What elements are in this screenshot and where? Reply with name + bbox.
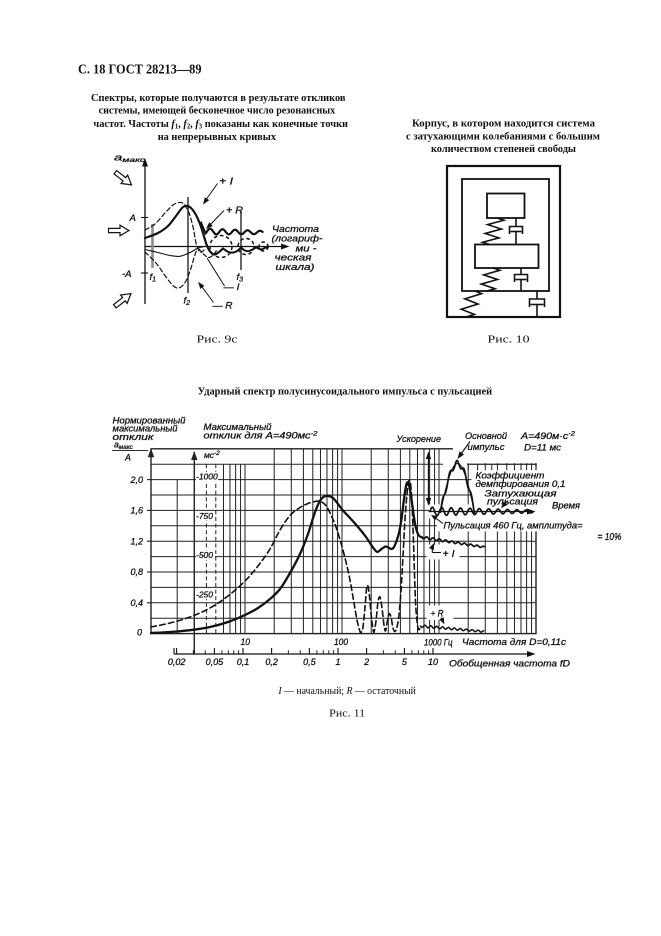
svg-text:-А: -А [122, 269, 132, 280]
svg-text:— R: — R [211, 301, 232, 312]
svg-text:максимальный: максимальный [113, 424, 178, 434]
svg-text:А: А [124, 453, 131, 463]
svg-text:пульсация: пульсация [487, 496, 538, 506]
svg-text:на непрерывных кривых: на непрерывных кривых [158, 131, 277, 143]
svg-text:амакс: амакс [114, 153, 146, 165]
svg-text:А=490м·с-2: А=490м·с-2 [520, 430, 576, 441]
svg-text:Рис. 11: Рис. 11 [329, 709, 365, 720]
svg-text:(логариф-: (логариф- [272, 234, 323, 245]
svg-text:С. 18 ГОСТ 28213—89: С. 18 ГОСТ 28213—89 [78, 62, 202, 77]
svg-text:А: А [129, 213, 136, 224]
svg-text:f3: f3 [237, 272, 244, 284]
svg-text:Затухающая: Затухающая [485, 488, 557, 498]
svg-text:I — начальный; R — остаточный: I — начальный; R — остаточный [277, 686, 416, 697]
svg-text:1,2: 1,2 [130, 536, 143, 546]
svg-text:0,05: 0,05 [206, 657, 225, 667]
svg-text:количеством степеней свободы: количеством степеней свободы [431, 143, 577, 155]
svg-text:Максимальный: Максимальный [204, 422, 272, 432]
svg-text:+ I: + I [443, 549, 455, 560]
svg-text:-500: -500 [196, 550, 213, 560]
svg-text:— I: — I [222, 282, 239, 293]
svg-text:+ R: + R [226, 206, 243, 217]
svg-text:2: 2 [363, 657, 369, 667]
svg-text:Частота: Частота [272, 224, 319, 235]
svg-text:амакс: амакс [114, 440, 134, 452]
svg-text:5: 5 [402, 657, 408, 667]
svg-text:-750: -750 [196, 511, 213, 521]
svg-text:D=11 мс: D=11 мс [524, 443, 562, 453]
svg-text:10: 10 [241, 637, 251, 648]
svg-text:0: 0 [137, 628, 142, 638]
svg-text:Рис. 9с: Рис. 9с [197, 335, 239, 346]
svg-text:ми -: ми - [296, 244, 317, 255]
svg-text:мс-2: мс-2 [204, 450, 220, 460]
svg-text:Ускорение: Ускорение [396, 434, 441, 445]
svg-text:Рис. 10: Рис. 10 [488, 335, 530, 346]
svg-text:10: 10 [428, 657, 438, 667]
svg-text:Время: Время [552, 500, 580, 510]
svg-text:Коэффициент: Коэффициент [476, 471, 546, 481]
svg-text:0,8: 0,8 [130, 567, 143, 577]
svg-text:100: 100 [334, 637, 349, 648]
svg-text:шкала): шкала) [276, 262, 315, 273]
svg-text:f2: f2 [184, 296, 191, 308]
svg-text:демпфирования 0,1: демпфирования 0,1 [476, 479, 566, 489]
svg-text:+ R: + R [431, 609, 444, 620]
svg-text:Ударный спектр полусинусоидаль: Ударный спектр полусинусоидального импул… [198, 385, 493, 397]
svg-text:0,1: 0,1 [237, 657, 250, 667]
svg-text:Нормированный: Нормированный [113, 416, 186, 426]
svg-text:Обобщенная частота fD: Обобщенная частота fD [449, 659, 571, 669]
svg-text:= 10%: = 10% [598, 532, 622, 543]
svg-text:0,2: 0,2 [265, 657, 278, 667]
svg-text:отклик для А=490мс-2: отклик для А=490мс-2 [204, 431, 319, 441]
svg-text:с затухающими колебаниями с бо: с затухающими колебаниями с большим [406, 130, 601, 142]
svg-text:отклик: отклик [113, 432, 155, 442]
svg-text:2,0: 2,0 [129, 475, 143, 485]
svg-text:частот. Частоты f1, f2, f3 пок: частот. Частоты f1, f2, f3 показаны как … [93, 118, 348, 131]
svg-text:1000 Гц: 1000 Гц [424, 637, 453, 648]
svg-text:+ I: + I [219, 177, 233, 188]
svg-text:1,6: 1,6 [130, 506, 143, 516]
svg-text:f1: f1 [150, 272, 157, 284]
svg-text:0,5: 0,5 [303, 657, 317, 667]
svg-text:1: 1 [335, 657, 340, 667]
svg-text:Основной: Основной [465, 431, 507, 441]
svg-text:импульс: импульс [468, 442, 506, 452]
svg-text:-250: -250 [196, 590, 213, 600]
svg-text:-1000: -1000 [196, 472, 218, 482]
svg-text:Частота для D=0,11с: Частота для D=0,11с [462, 637, 567, 647]
svg-text:Спектры, которые получаются в: Спектры, которые получаются в результате… [91, 92, 346, 104]
svg-text:Корпус, в котором находится си: Корпус, в котором находится система [412, 118, 596, 130]
svg-text:0,02: 0,02 [168, 657, 186, 667]
svg-text:системы, имеющей бесконечное ч: системы, имеющей бесконечное число резон… [99, 105, 336, 117]
svg-text:0,4: 0,4 [130, 598, 143, 608]
svg-text:ческая: ческая [275, 253, 312, 264]
svg-text:Пульсация 460 Гц, амплитуда=: Пульсация 460 Гц, амплитуда= [444, 520, 583, 530]
